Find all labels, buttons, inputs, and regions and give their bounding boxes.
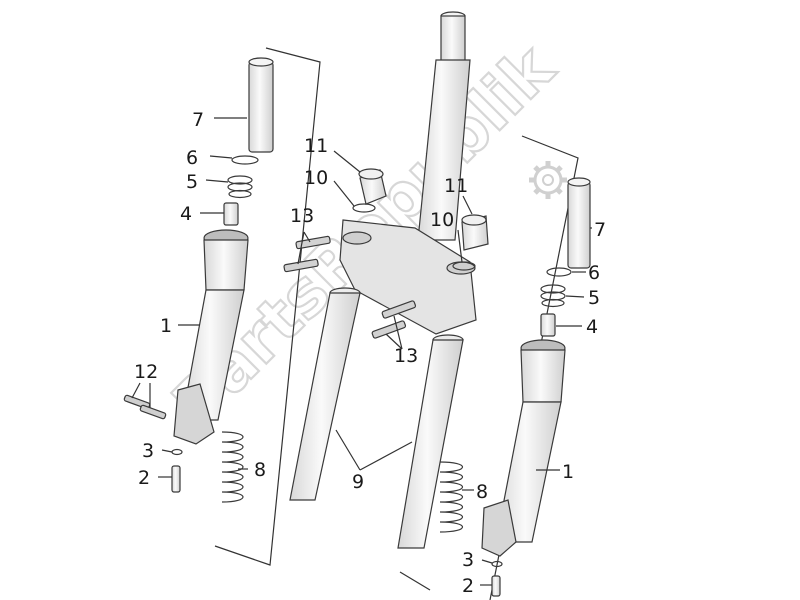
callout-12: 12	[134, 361, 158, 383]
callout-10-right: 10	[430, 209, 454, 231]
callout-7-right: 7	[594, 219, 606, 241]
callout-labels: 7 6 5 4 1 12 3 2 8 11 10 13 13 9 11 10 7…	[134, 109, 606, 597]
callout-6: 6	[186, 147, 198, 169]
right-fork-tube	[397, 334, 464, 549]
right-spring	[439, 461, 463, 533]
callout-1: 1	[160, 315, 172, 337]
callout-5: 5	[186, 171, 198, 193]
callout-10: 10	[304, 167, 328, 189]
callout-11-right: 11	[444, 175, 468, 197]
left-spring-clip	[227, 175, 253, 199]
left-washer	[171, 448, 183, 456]
right-seal-ring	[546, 267, 572, 277]
left-screw	[171, 465, 181, 493]
callout-13-lower: 13	[394, 345, 418, 367]
callout-3: 3	[142, 440, 154, 462]
callout-2: 2	[138, 467, 150, 489]
callout-2-right: 2	[462, 575, 474, 597]
callout-1-right: 1	[562, 461, 574, 483]
left-bushing	[223, 202, 239, 226]
callout-5-right: 5	[588, 287, 600, 309]
callout-8-right: 8	[476, 481, 488, 503]
callout-4-right: 4	[586, 316, 598, 338]
gear-icon	[529, 161, 567, 199]
center-bushing-top	[358, 168, 387, 205]
right-ring-top	[452, 261, 476, 271]
right-washer	[491, 560, 503, 568]
callout-13-upper: 13	[290, 205, 314, 227]
right-bushing-top	[461, 214, 489, 251]
right-fork-leg	[481, 339, 566, 557]
callout-8: 8	[254, 459, 266, 481]
callout-11: 11	[304, 135, 328, 157]
clamp-bolts-upper	[283, 235, 331, 273]
right-fork-cap-tube	[567, 177, 591, 269]
right-bushing	[540, 313, 556, 337]
center-ring-top	[352, 203, 376, 213]
right-screw	[491, 575, 501, 597]
callout-9: 9	[352, 471, 364, 493]
steering-stem	[417, 11, 471, 241]
left-spring	[221, 431, 244, 503]
leader-lines	[131, 117, 592, 586]
left-seal-ring	[231, 155, 259, 165]
left-fork-tube	[289, 287, 361, 501]
right-spring-clip	[540, 284, 566, 308]
callout-4: 4	[180, 203, 192, 225]
left-assembly-outline	[214, 47, 321, 566]
clamp-bolts-lower	[371, 300, 417, 339]
callout-7: 7	[192, 109, 204, 131]
left-fork-cap-tube	[248, 57, 274, 153]
left-axle-bolts	[123, 394, 167, 420]
callout-3-right: 3	[462, 549, 474, 571]
left-fork-leg	[173, 229, 249, 445]
callout-6-right: 6	[588, 262, 600, 284]
